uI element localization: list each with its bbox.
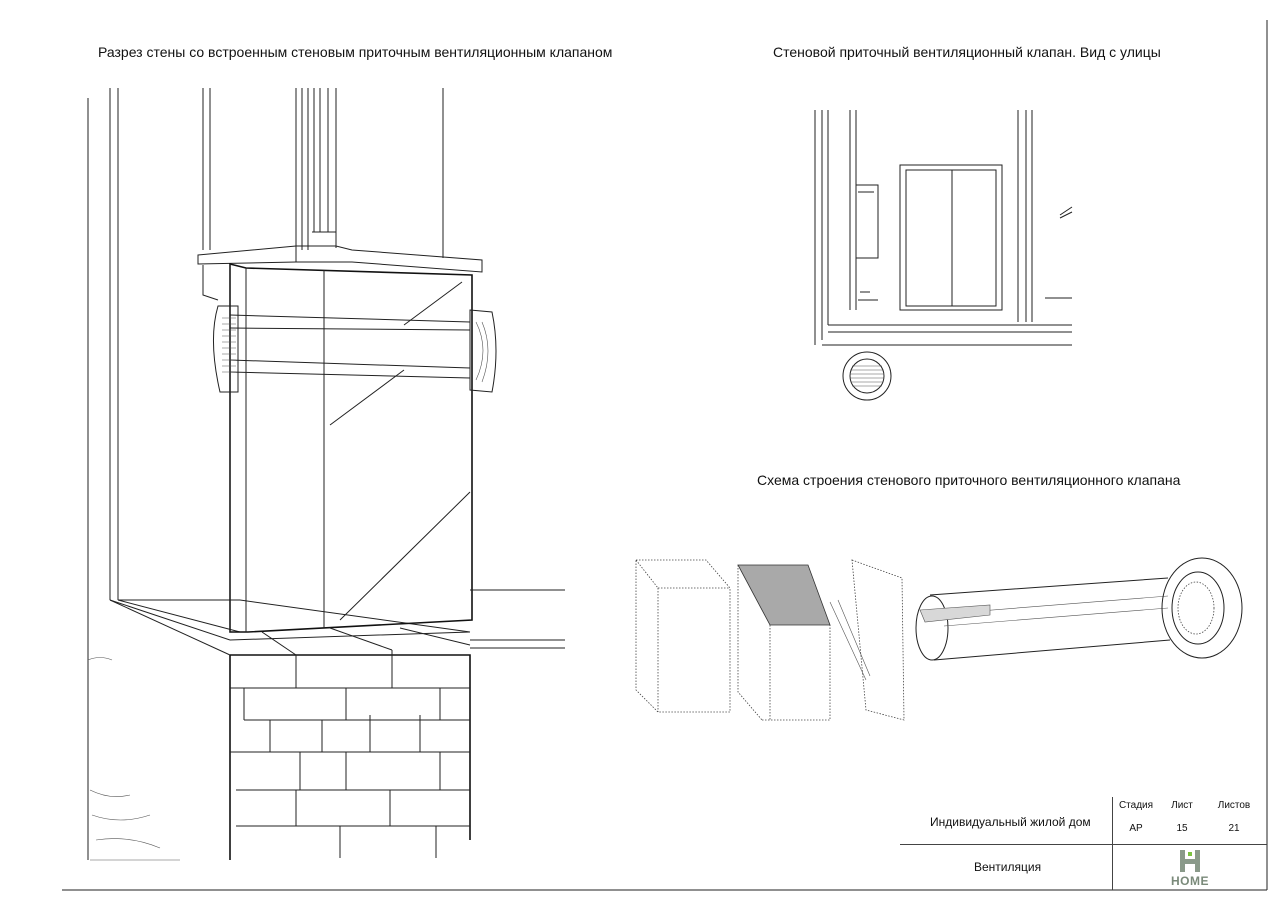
- sheets-value: 21: [1228, 823, 1240, 834]
- logo-text: HOME: [1171, 874, 1209, 888]
- sheet-value: 15: [1176, 823, 1188, 834]
- schema-title: Схема строения стенового приточного вент…: [757, 472, 1181, 488]
- sheets-label: Листов: [1217, 800, 1251, 811]
- home-logo: HOME: [1168, 848, 1212, 892]
- home-logo-icon: [1180, 850, 1200, 872]
- stage-label: Стадия: [1118, 800, 1154, 811]
- stage-value: АР: [1129, 823, 1143, 834]
- section-drawing-title: Разрез стены со встроенным стеновым прит…: [98, 44, 613, 60]
- street-view-title: Стеновой приточный вентиляционный клапан…: [773, 44, 1161, 60]
- wall-section-drawing: [87, 88, 565, 861]
- project-name: Индивидуальный жилой дом: [930, 815, 1091, 829]
- sheet-name: Вентиляция: [974, 860, 1042, 874]
- exploded-schema-drawing: [635, 557, 1243, 721]
- street-view-drawing: [814, 110, 1073, 401]
- sheet-label: Лист: [1171, 800, 1193, 811]
